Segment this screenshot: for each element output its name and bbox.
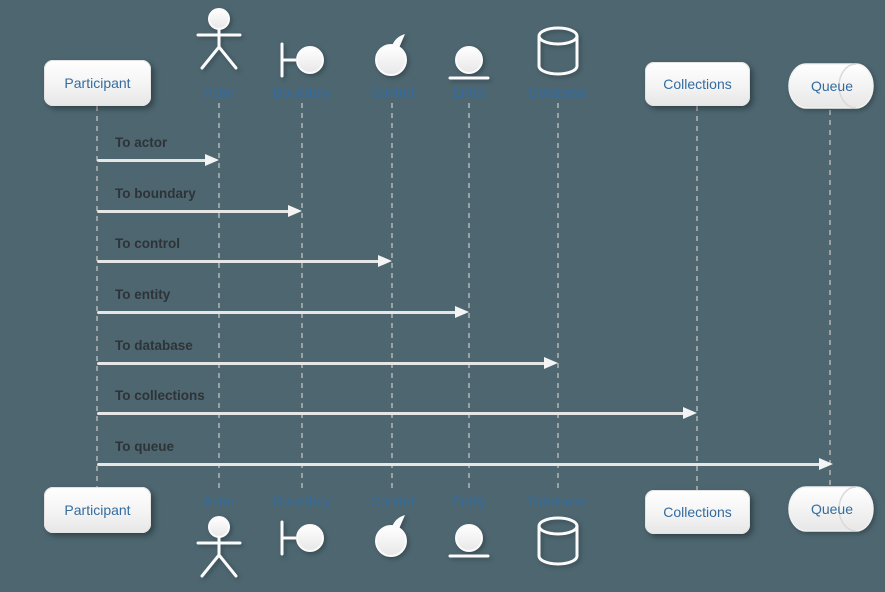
message-to-actor: To actor <box>97 135 219 167</box>
message-to-boundary: To boundary <box>97 186 302 218</box>
actor-label-bottom: Actor <box>203 494 235 509</box>
entity-icon <box>448 523 490 558</box>
collections-label: Collections <box>663 76 732 92</box>
message-to-entity: To entity <box>97 287 469 319</box>
message-label: To queue <box>115 439 174 454</box>
participant-label: Participant <box>64 502 131 518</box>
entity-label-bottom: Entity <box>452 494 486 509</box>
actor-icon <box>196 8 242 70</box>
entity-icon <box>448 45 490 80</box>
arrow-head <box>819 458 833 470</box>
actor-icon <box>196 516 242 578</box>
message-label: To boundary <box>115 186 196 201</box>
lifeline-actor <box>218 103 220 493</box>
entity-label: Entity <box>452 85 486 100</box>
lifeline-control <box>391 103 393 493</box>
boundary-label-bottom: Boundary <box>273 494 331 509</box>
lifeline-database <box>557 103 559 493</box>
participant-box-bottom: Participant <box>44 487 151 533</box>
boundary-icon <box>280 520 325 556</box>
arrow-head <box>288 205 302 217</box>
participant-box-top: Participant <box>44 60 151 106</box>
message-label: To actor <box>115 135 168 150</box>
lifeline-boundary <box>301 103 303 493</box>
control-icon <box>375 33 407 76</box>
message-label: To control <box>115 236 180 251</box>
database-icon <box>537 516 579 566</box>
control-label: Control <box>370 85 414 100</box>
lifeline-entity <box>468 103 470 493</box>
boundary-label: Boundary <box>273 85 331 100</box>
database-label-bottom: Database <box>529 494 587 509</box>
arrow-line <box>97 311 457 314</box>
arrow-head <box>683 407 697 419</box>
participant-label: Participant <box>64 75 131 91</box>
arrow-head <box>378 255 392 267</box>
arrow-head <box>205 154 219 166</box>
control-label-bottom: Control <box>370 494 414 509</box>
boundary-icon <box>280 42 325 78</box>
arrow-line <box>97 260 380 263</box>
message-to-collections: To collections <box>97 388 697 420</box>
arrow-head <box>544 357 558 369</box>
message-to-database: To database <box>97 338 558 370</box>
arrow-head <box>455 306 469 318</box>
database-icon <box>537 26 579 76</box>
collections-box-top: Collections <box>645 57 755 106</box>
message-label: To collections <box>115 388 205 403</box>
collections-label: Collections <box>663 504 732 520</box>
database-label: Database <box>529 85 587 100</box>
arrow-line <box>97 210 290 213</box>
arrow-line <box>97 362 546 365</box>
message-to-control: To control <box>97 236 392 268</box>
lifeline-participant <box>96 106 98 490</box>
message-label: To database <box>115 338 193 353</box>
actor-label: Actor <box>203 85 235 100</box>
lifeline-collections <box>696 106 698 490</box>
arrow-line <box>97 159 207 162</box>
lifeline-queue <box>829 110 831 485</box>
collections-box-bottom: Collections <box>645 485 755 534</box>
arrow-line <box>97 463 821 466</box>
queue-label: Queue <box>810 78 854 94</box>
queue-label-bottom: Queue <box>810 501 854 517</box>
message-label: To entity <box>115 287 171 302</box>
arrow-line <box>97 412 685 415</box>
message-to-queue: To queue <box>97 439 833 471</box>
control-icon <box>375 514 407 557</box>
